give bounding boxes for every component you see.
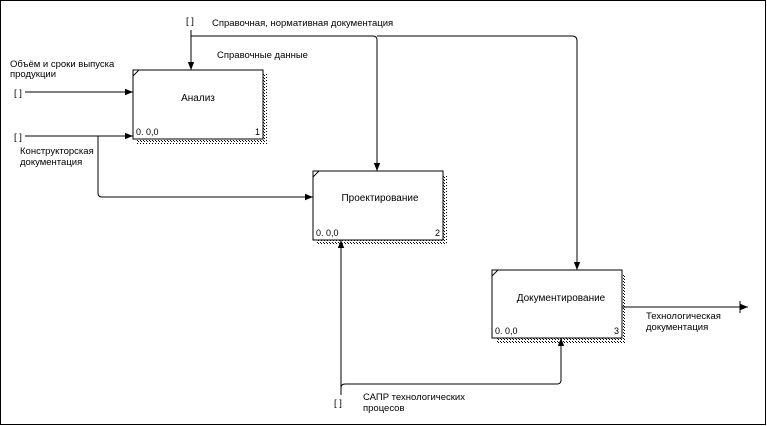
mechanism-label-line1: САПР технологических	[363, 392, 465, 403]
control-label-reference-data: Справочные данные	[217, 50, 308, 61]
box-number: 2	[435, 228, 440, 238]
box-corner-mark	[312, 170, 320, 178]
output-label-line2: документация	[646, 322, 708, 333]
activity-box-analysis[interactable]: Анализ 0. 0,0 1	[132, 69, 267, 144]
box-cost: 0. 0,0	[316, 228, 339, 238]
tunnel-marker-bottom: [ ]	[334, 398, 342, 409]
tunnel-marker-top: [ ]	[186, 16, 194, 27]
output-label-line1: Технологическая	[646, 311, 721, 322]
control-label-reference-docs: Справочная, нормативная документация	[212, 18, 393, 29]
mechanism-label-line2: процесов	[363, 403, 405, 414]
activity-box-design[interactable]: Проектирование 0. 0,0 2	[312, 170, 447, 245]
box-frame	[491, 269, 623, 339]
box-cost: 0. 0,0	[495, 326, 518, 336]
input-label-volume-line1: Объём и сроки выпуска	[10, 59, 115, 70]
box-frame	[312, 170, 444, 241]
mechanism-arrow-cad[interactable]	[337, 240, 565, 395]
tunnel-marker-left-1: [ ]	[14, 88, 22, 99]
box-title: Проектирование	[341, 193, 419, 204]
box-cost: 0. 0,0	[136, 127, 159, 137]
box-title: Документирование	[517, 293, 606, 304]
input-label-design-line2: документация	[20, 157, 82, 168]
output-arrow-tech-docs[interactable]	[622, 301, 748, 313]
box-number: 3	[614, 326, 619, 336]
box-corner-mark	[132, 69, 140, 77]
input-label-volume-line2: продукции	[10, 69, 56, 80]
input-arrow-design-docs[interactable]	[25, 132, 313, 201]
activity-box-documentation[interactable]: Документирование 0. 0,0 3	[491, 269, 626, 343]
input-label-design-line1: Конструкторская	[20, 146, 94, 157]
box-corner-mark	[491, 269, 499, 277]
box-number: 1	[255, 127, 260, 137]
box-title: Анализ	[181, 93, 215, 104]
tunnel-marker-left-2: [ ]	[14, 132, 22, 143]
box-frame	[132, 69, 264, 140]
control-arrow-reference-docs[interactable]	[187, 30, 581, 270]
